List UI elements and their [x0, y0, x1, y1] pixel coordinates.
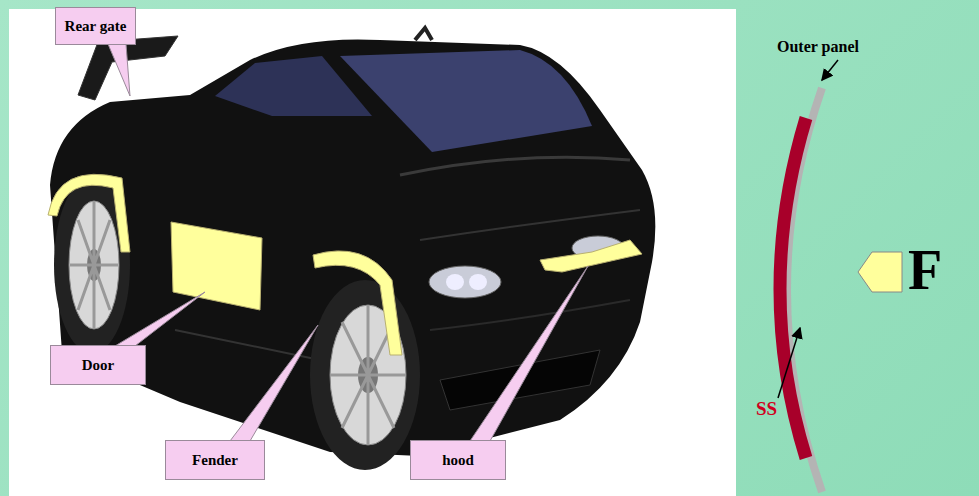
- callout-text: Rear gate: [65, 18, 127, 35]
- car-illustration: [50, 28, 655, 470]
- callout-pointer: [108, 44, 588, 441]
- callout-box: hood: [410, 440, 506, 480]
- force-label: F: [908, 238, 942, 302]
- callout-box: Door: [50, 345, 146, 385]
- force-arrow: [858, 252, 902, 292]
- part-label: Outer panel: [777, 38, 859, 56]
- stiffener-section: [780, 118, 806, 458]
- leader-arrow: [778, 328, 800, 398]
- callout-box: Fender: [165, 440, 265, 480]
- white-panel: [9, 9, 736, 496]
- leader-arrow: [822, 60, 838, 80]
- callout-text: Door: [82, 357, 115, 374]
- part-label: SS: [756, 398, 777, 420]
- callout-text: Fender: [192, 452, 238, 469]
- callout-text: hood: [442, 452, 474, 469]
- callout-box: Rear gate: [55, 7, 136, 45]
